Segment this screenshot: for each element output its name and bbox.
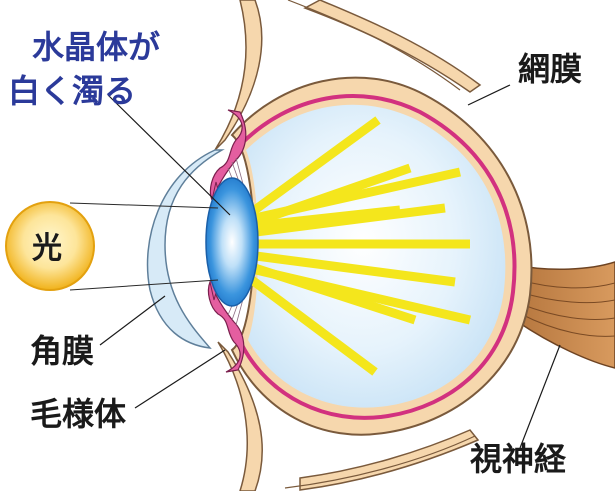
leader-lens <box>107 94 231 216</box>
optic-nerve <box>504 261 615 369</box>
leader-cornea <box>99 295 166 346</box>
retina-layer <box>238 94 517 420</box>
cornea <box>146 149 225 349</box>
leader-retina <box>467 84 511 106</box>
leader-ciliary <box>134 349 226 409</box>
label-optic-nerve: 視神経 <box>470 440 567 478</box>
label-retina: 網膜 <box>518 50 582 88</box>
light-rays <box>249 116 472 376</box>
label-lens-clouding-line1: 水晶体が <box>32 28 160 66</box>
leader-optic-nerve <box>519 344 561 449</box>
leader-lines <box>99 84 561 449</box>
label-ciliary-body: 毛様体 <box>30 395 126 433</box>
eyelid-lower <box>217 341 480 491</box>
label-light: 光 <box>32 231 62 266</box>
label-lens-clouding-line2: 白く濁る <box>8 72 136 110</box>
light-source <box>5 201 219 291</box>
label-cornea: 角膜 <box>30 332 94 370</box>
crystalline-lens <box>205 177 259 307</box>
